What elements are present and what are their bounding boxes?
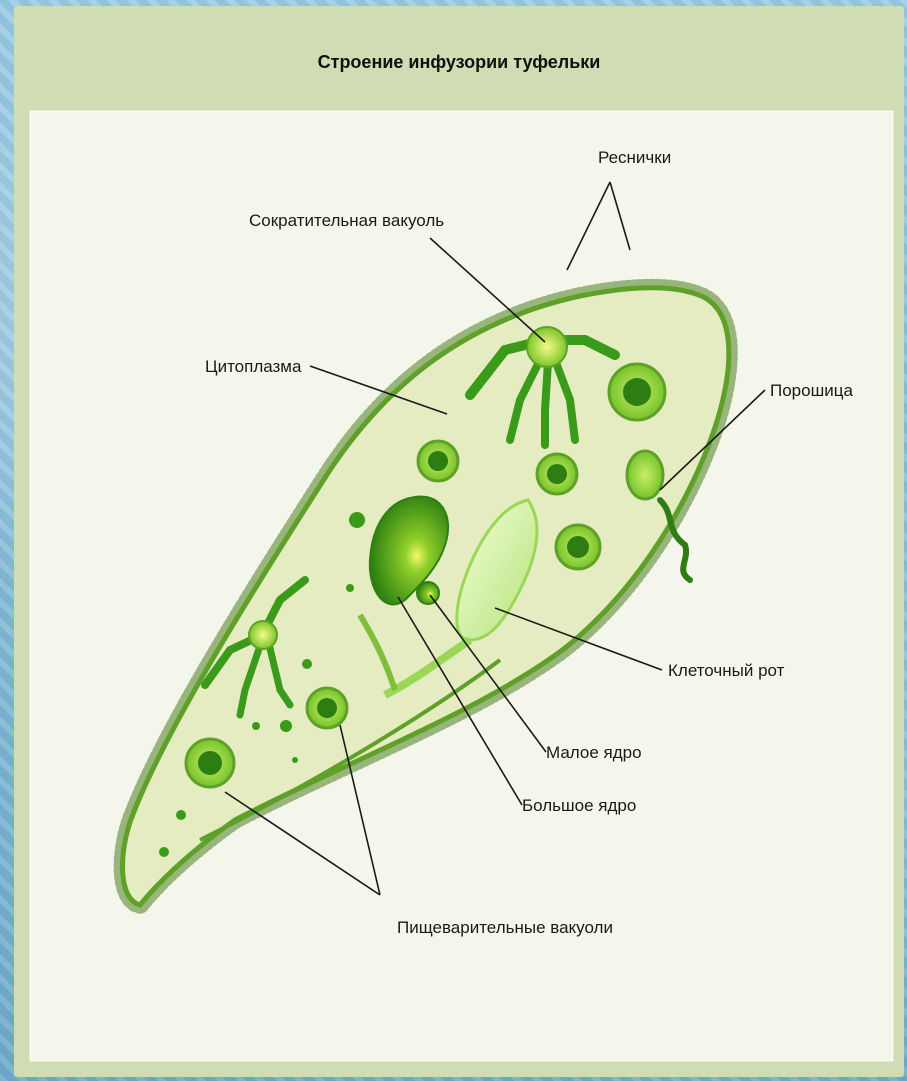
label-cell-mouth: Клеточный рот [668, 661, 785, 680]
label-micronucleus: Малое ядро [546, 743, 642, 762]
leader-cilia [567, 182, 630, 270]
label-contractile-vacuole: Сократительная вакуоль [249, 211, 444, 230]
label-cilia: Реснички [598, 148, 671, 167]
label-macronucleus: Большое ядро [522, 796, 636, 815]
micronucleus [417, 582, 439, 604]
label-digestive-vacuoles: Пищеварительные вакуоли [397, 918, 613, 937]
label-cytoplasm: Цитоплазма [205, 357, 302, 376]
label-anal-pore: Порошица [770, 381, 853, 400]
